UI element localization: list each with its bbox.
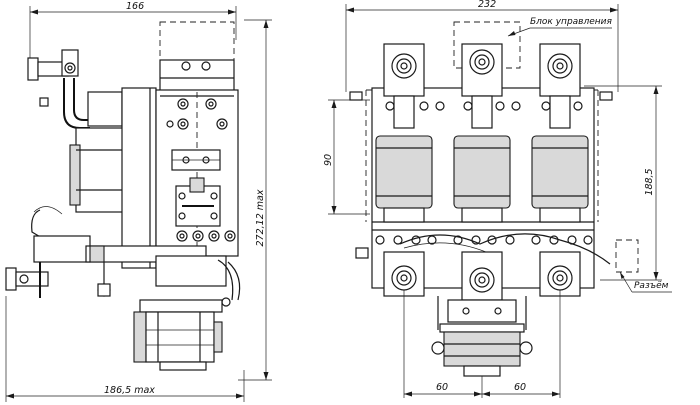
- dimension-side-height-text: 272,12 max: [255, 189, 266, 246]
- connector-label: Разъём: [634, 281, 669, 291]
- dimension-front-width-text: 232: [478, 0, 496, 10]
- side-frame: [69, 87, 157, 269]
- front-housing-outline: [365, 89, 599, 222]
- front-top-terminal-left: [349, 91, 363, 101]
- side-drive-unit: [133, 297, 231, 371]
- side-aux-contacts: [175, 177, 236, 242]
- side-lower-arm: [31, 206, 241, 301]
- dimension-front-pitch: 60 60: [403, 290, 561, 398]
- control-wiring: [399, 233, 611, 265]
- upper-terminal: [27, 49, 90, 129]
- control-block-callout: Блок управления: [507, 17, 612, 37]
- dimension-front-coil-text: 90: [323, 154, 334, 166]
- pole-1: [375, 43, 445, 297]
- dimension-side-base-text: 186,5 max: [104, 385, 155, 396]
- dimension-front-height: 188,5: [584, 85, 662, 281]
- dimension-pitch-right-text: 60: [514, 382, 526, 393]
- dimension-side-width: 166: [29, 1, 237, 60]
- dimension-front-height-text: 188,5: [644, 168, 655, 195]
- dimension-front-coil: 90: [323, 99, 370, 215]
- pole-2: [453, 43, 521, 301]
- dimension-side-base: 186,5 max: [5, 296, 245, 402]
- dimension-front-width: 232: [345, 0, 619, 92]
- front-side-lug: [355, 247, 369, 259]
- front-view: 232 Блок управления 90: [323, 0, 672, 398]
- dimension-side-width-text: 166: [126, 1, 144, 12]
- lower-terminal: [5, 262, 49, 298]
- dimension-pitch-left-text: 60: [436, 382, 448, 393]
- side-control-block: [159, 21, 235, 97]
- pole-3: [531, 43, 593, 297]
- control-block-label: Блок управления: [530, 17, 612, 27]
- front-drive-unit: [431, 296, 533, 377]
- connector-callout: Разъём: [615, 239, 672, 293]
- dimension-side-height: 272,12 max: [238, 19, 272, 381]
- side-view: 166: [5, 1, 272, 402]
- front-top-terminal-right: [599, 91, 613, 101]
